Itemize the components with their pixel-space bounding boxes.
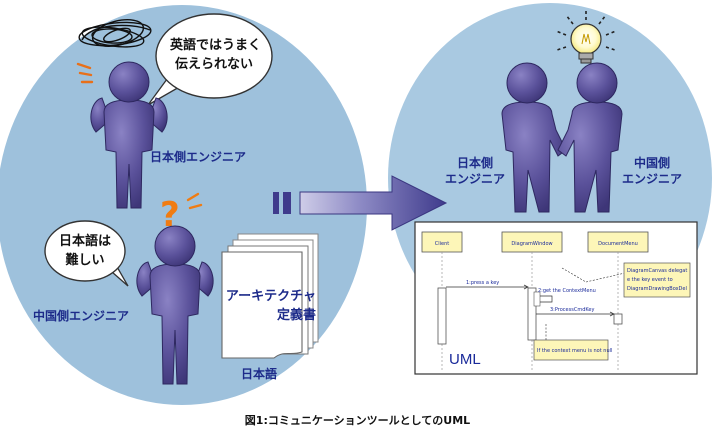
speech-bubble-top-text: 英語ではうまく 伝えられない <box>170 36 262 74</box>
chinese-engineer-figure-right <box>557 62 623 213</box>
label-japan-engineer-right: 日本側 エンジニア <box>445 155 505 187</box>
lightbulb-icon <box>555 9 617 64</box>
message-get-context-menu: 2:get the ContextMenu <box>538 288 596 294</box>
uml-label: UML <box>449 351 481 368</box>
speech-bubble-bottom-text: 日本語は 難しい <box>54 232 116 270</box>
note-top-line2: e the key event to <box>627 277 673 283</box>
speech-bubble-bottom <box>44 220 129 287</box>
speech-bottom-line2: 難しい <box>65 253 105 268</box>
document-language: 日本語 <box>241 367 278 381</box>
note-top-line1: DiagramCanvas delegat <box>627 268 687 274</box>
document-stack-icon <box>221 233 319 359</box>
lifeline-diagram-window: DiagramWindow <box>511 241 552 247</box>
scribble-icon <box>78 19 152 48</box>
speech-bottom-line1: 日本語は <box>58 234 111 249</box>
note-top-line3: DiagramDrawingBoxDel <box>627 286 687 292</box>
speech-top-line2: 伝えられない <box>174 57 253 72</box>
transition-arrow <box>273 175 448 231</box>
message-press-key: 1:press a key <box>466 280 499 286</box>
note-bottom: If the context menu is not null <box>537 348 612 354</box>
label-japan-engineer-left: 日本側エンジニア <box>150 150 247 164</box>
lifeline-document-menu: DocumentMenu <box>598 241 638 247</box>
label-japan-right-line2: エンジニア <box>445 172 506 186</box>
label-china-engineer-right: 中国側 エンジニア <box>622 155 682 187</box>
lifeline-client: Client <box>435 241 450 247</box>
svg-text:?: ? <box>160 195 180 235</box>
label-china-right-line2: エンジニア <box>622 172 683 186</box>
japanese-engineer-figure-right <box>501 62 567 213</box>
label-china-engineer-left: 中国側エンジニア <box>33 309 130 323</box>
label-japan-right-line1: 日本側 <box>457 156 494 170</box>
worry-lines-icon <box>76 62 94 84</box>
japanese-engineer-figure-left <box>90 61 168 209</box>
chinese-engineer-figure-left <box>136 225 214 385</box>
document-title-line2: 定義書 <box>276 308 316 323</box>
question-mark-icon: ? <box>160 192 203 235</box>
speech-top-line1: 英語ではうまく <box>170 38 262 53</box>
uml-sequence-diagram: Client DiagramWindow DocumentMenu 1:pres… <box>414 221 698 375</box>
label-china-right-line1: 中国側 <box>634 156 671 170</box>
speech-bubble-top <box>147 13 273 106</box>
message-process-cmd-key: 3:ProcessCmdKey <box>550 307 594 313</box>
figure-caption: 図1:コミュニケーションツールとしてのUML <box>244 414 471 427</box>
document-title: アーキテクチャ 定義書 <box>222 287 316 325</box>
document-title-line1: アーキテクチャ <box>225 289 316 304</box>
